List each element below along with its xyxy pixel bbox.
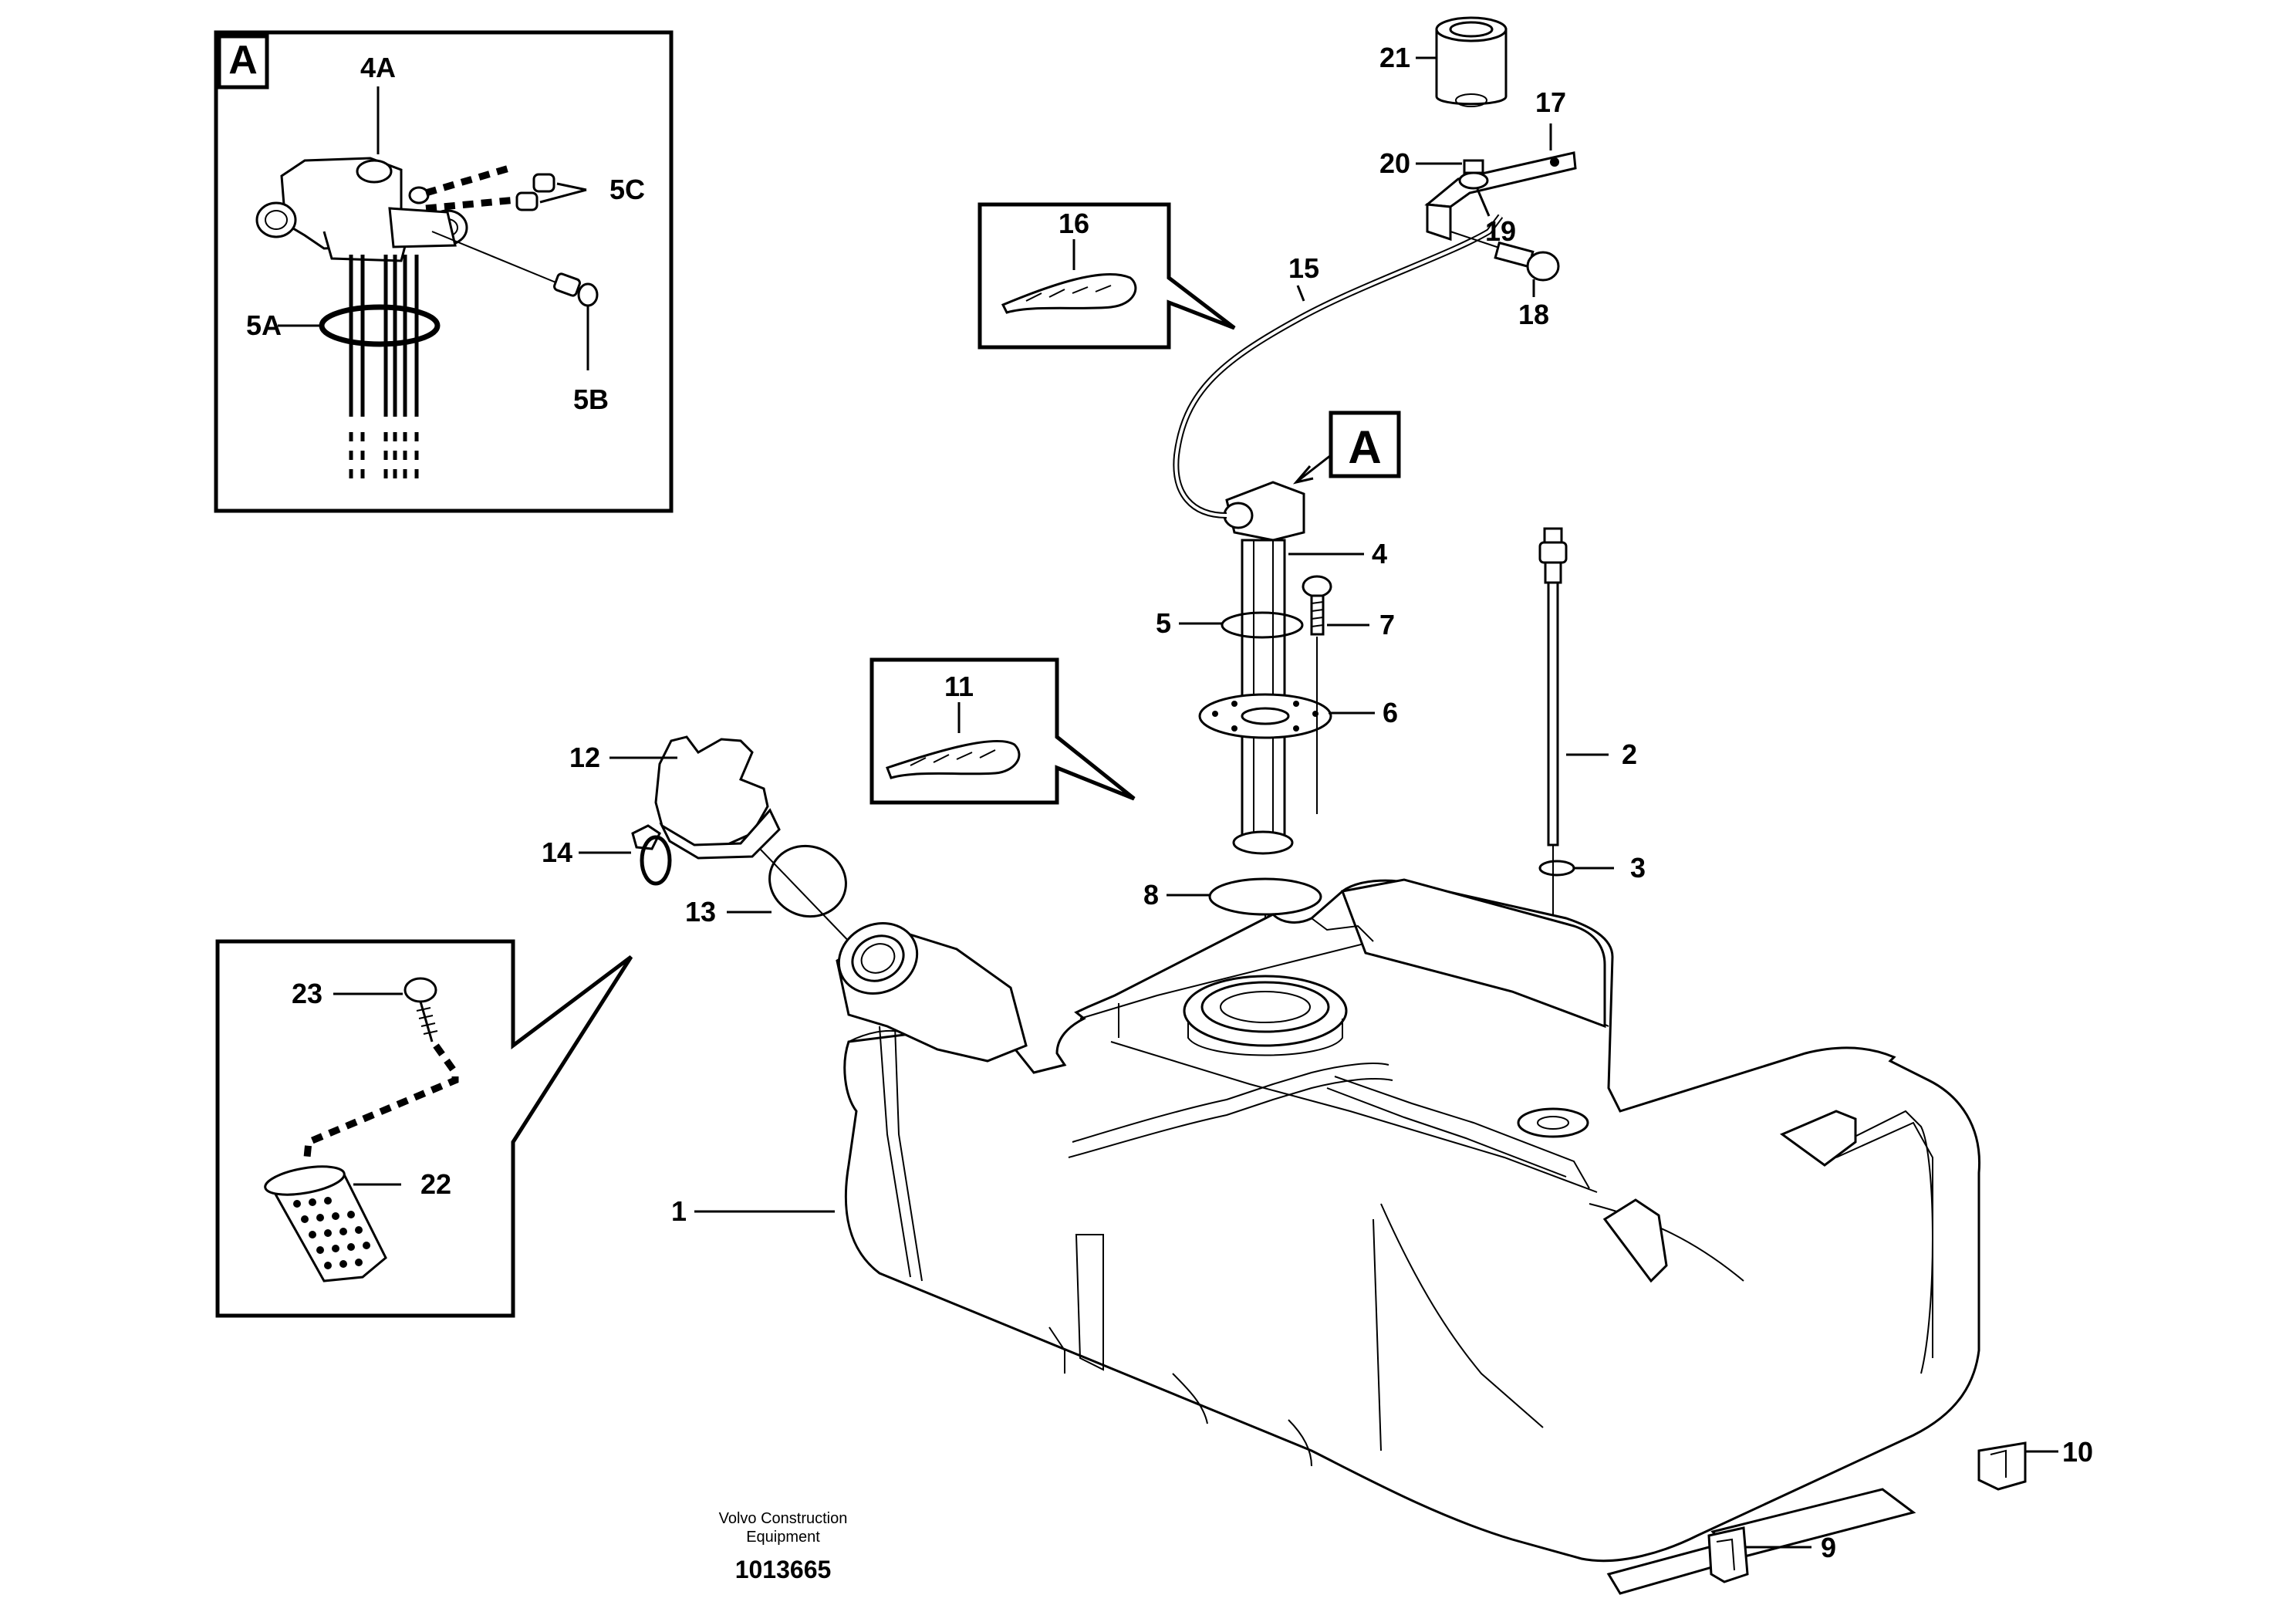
callout-18: 18 (1518, 299, 1549, 330)
detail-11-box: 11 (869, 657, 1136, 805)
callout-5a: 5A (246, 309, 282, 341)
callout-14: 14 (542, 836, 572, 868)
callout-9: 9 (1821, 1532, 1836, 1563)
5c-dash-top (424, 164, 511, 197)
gasket-8-part (1208, 877, 1322, 916)
sender-ref-tag-text: A (1348, 421, 1381, 473)
strainer-22-part (264, 1165, 387, 1282)
brand-line1: Volvo Construction (719, 1510, 848, 1527)
callout-4a: 4A (360, 52, 396, 83)
cable-tie-11-part (886, 739, 1021, 779)
detail-a-box: A (214, 30, 674, 513)
callout-5b: 5B (573, 384, 609, 415)
callout-21: 21 (1379, 42, 1410, 73)
callout-5: 5 (1156, 607, 1171, 639)
screw-5c-part (515, 173, 555, 211)
callout-12: 12 (569, 742, 600, 773)
callout-19: 19 (1485, 215, 1516, 247)
detail-a-tag (217, 34, 269, 90)
callout-5c: 5C (609, 174, 645, 205)
bracket-17-part (1424, 151, 1577, 242)
callout-20: 20 (1379, 147, 1410, 179)
gasket-5-part (1221, 611, 1304, 639)
sender-tubes (349, 255, 419, 478)
sender-ref-tag: A (1292, 411, 1401, 485)
callout-6: 6 (1383, 697, 1398, 728)
retainer-14-part (631, 824, 672, 886)
callout-22: 22 (420, 1168, 451, 1200)
drawing-number: 1013665 (735, 1556, 832, 1583)
callout-3: 3 (1630, 852, 1646, 884)
filler-cap-12-part (654, 735, 781, 860)
gasket-13-part (768, 844, 847, 918)
callout-8: 8 (1143, 879, 1159, 911)
bolt-18-part (1450, 231, 1560, 282)
callout-1: 1 (671, 1195, 687, 1227)
callout-numbers: 1 2 3 4 5 6 7 8 9 10 12 13 14 15 17 18 1… (542, 42, 2093, 1563)
callout-17: 17 (1535, 86, 1566, 118)
callout-15: 15 (1288, 252, 1319, 284)
footer: Volvo Construction Equipment 1013665 (719, 1510, 848, 1583)
callout-11: 11 (944, 671, 974, 702)
screw-23-part (403, 977, 438, 1042)
leader-lines (579, 56, 2058, 1549)
nut-19-20-part (1458, 159, 1489, 190)
strainer-dash (303, 1043, 459, 1158)
sender-head-part (255, 157, 468, 262)
cable-tie-16-part (1001, 272, 1137, 314)
pipe-2-part (1538, 527, 1568, 1111)
callout-7: 7 (1379, 609, 1395, 640)
sender-unit-4-part (1223, 481, 1305, 855)
o-ring-3-part (1538, 860, 1575, 877)
callout-16: 16 (1059, 208, 1089, 239)
detail-a-tag-text: A (228, 38, 258, 83)
callout-10: 10 (2062, 1436, 2093, 1468)
callout-4: 4 (1372, 538, 1387, 569)
detail-22-box: 23 22 (215, 939, 633, 1318)
screw-5b-part (553, 272, 599, 307)
brand-line2: Equipment (746, 1529, 820, 1546)
callout-23: 23 (292, 978, 322, 1009)
5c-dash-bottom (425, 195, 525, 212)
flange-6-part (1198, 693, 1332, 739)
callout-2: 2 (1622, 738, 1637, 770)
screw-7-part (1302, 575, 1332, 814)
fuel-tank-1-part (836, 878, 2027, 1595)
bracket-cap-21-part (1435, 16, 1508, 107)
callout-13: 13 (685, 896, 716, 928)
detail-16-box: 16 (977, 202, 1236, 350)
